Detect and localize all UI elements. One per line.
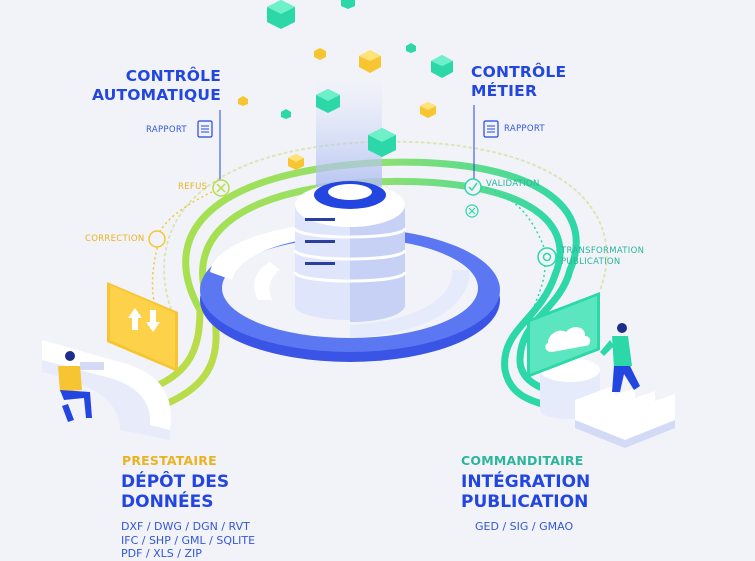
gear-icon <box>537 247 557 267</box>
depot-line1: DÉPÔT DES <box>121 472 230 492</box>
controle-automatique-title: CONTRÔLE AUTOMATIQUE <box>90 67 221 105</box>
correction-icon <box>148 230 166 248</box>
depot-donnees-title: DÉPÔT DES DONNÉES <box>121 472 229 512</box>
correction-label: CORRECTION <box>85 234 145 244</box>
person-left <box>58 351 92 422</box>
person-right <box>600 323 640 392</box>
prestataire-desk <box>42 282 178 440</box>
refus-icon <box>212 179 230 197</box>
central-server <box>293 181 407 322</box>
prestataire-role: PRESTATAIRE <box>122 453 217 468</box>
format-line-3: PDF / XLS / ZIP <box>121 547 202 560</box>
controle-metier-line1: CONTRÔLE <box>471 63 567 81</box>
clipboard-icon-right <box>483 120 499 138</box>
transformation-label: TRANSFORMATION PUBLICATION <box>561 246 644 268</box>
integration-line2: PUBLICATION <box>461 492 589 512</box>
format-line-2: IFC / SHP / GML / SQLITE <box>121 533 256 547</box>
controle-metier-line2: MÉTIER <box>471 82 538 100</box>
data-cubes <box>238 0 453 170</box>
commanditaire-role: COMMANDITAIRE <box>461 453 584 468</box>
refus-label: REFUS <box>178 182 208 192</box>
transformation-line1: TRANSFORMATION <box>561 246 645 256</box>
commanditaire-formats: GED / SIG / GMAO <box>475 520 574 533</box>
commanditaire-server <box>527 292 600 419</box>
depot-line2: DONNÉES <box>121 492 214 512</box>
rapport-left-label: RAPPORT <box>146 125 187 135</box>
controle-auto-line2: AUTOMATIQUE <box>92 86 221 104</box>
validation-check-icon <box>464 178 482 196</box>
stairs <box>575 385 675 448</box>
integration-publication-title: INTÉGRATION PUBLICATION <box>461 472 590 512</box>
validation-label: VALIDATION <box>486 179 540 189</box>
format-line-1: DXF / DWG / DGN / RVT <box>121 520 250 533</box>
clipboard-icon-left <box>197 120 213 138</box>
controle-auto-line1: CONTRÔLE <box>125 67 221 85</box>
transformation-line2: PUBLICATION <box>561 257 621 267</box>
rapport-right-label: RAPPORT <box>504 124 545 134</box>
integration-line1: INTÉGRATION <box>461 472 591 492</box>
prestataire-formats: DXF / DWG / DGN / RVT IFC / SHP / GML / … <box>121 520 255 561</box>
controle-metier-title: CONTRÔLE MÉTIER <box>471 63 566 101</box>
reject-x-icon <box>465 204 479 218</box>
